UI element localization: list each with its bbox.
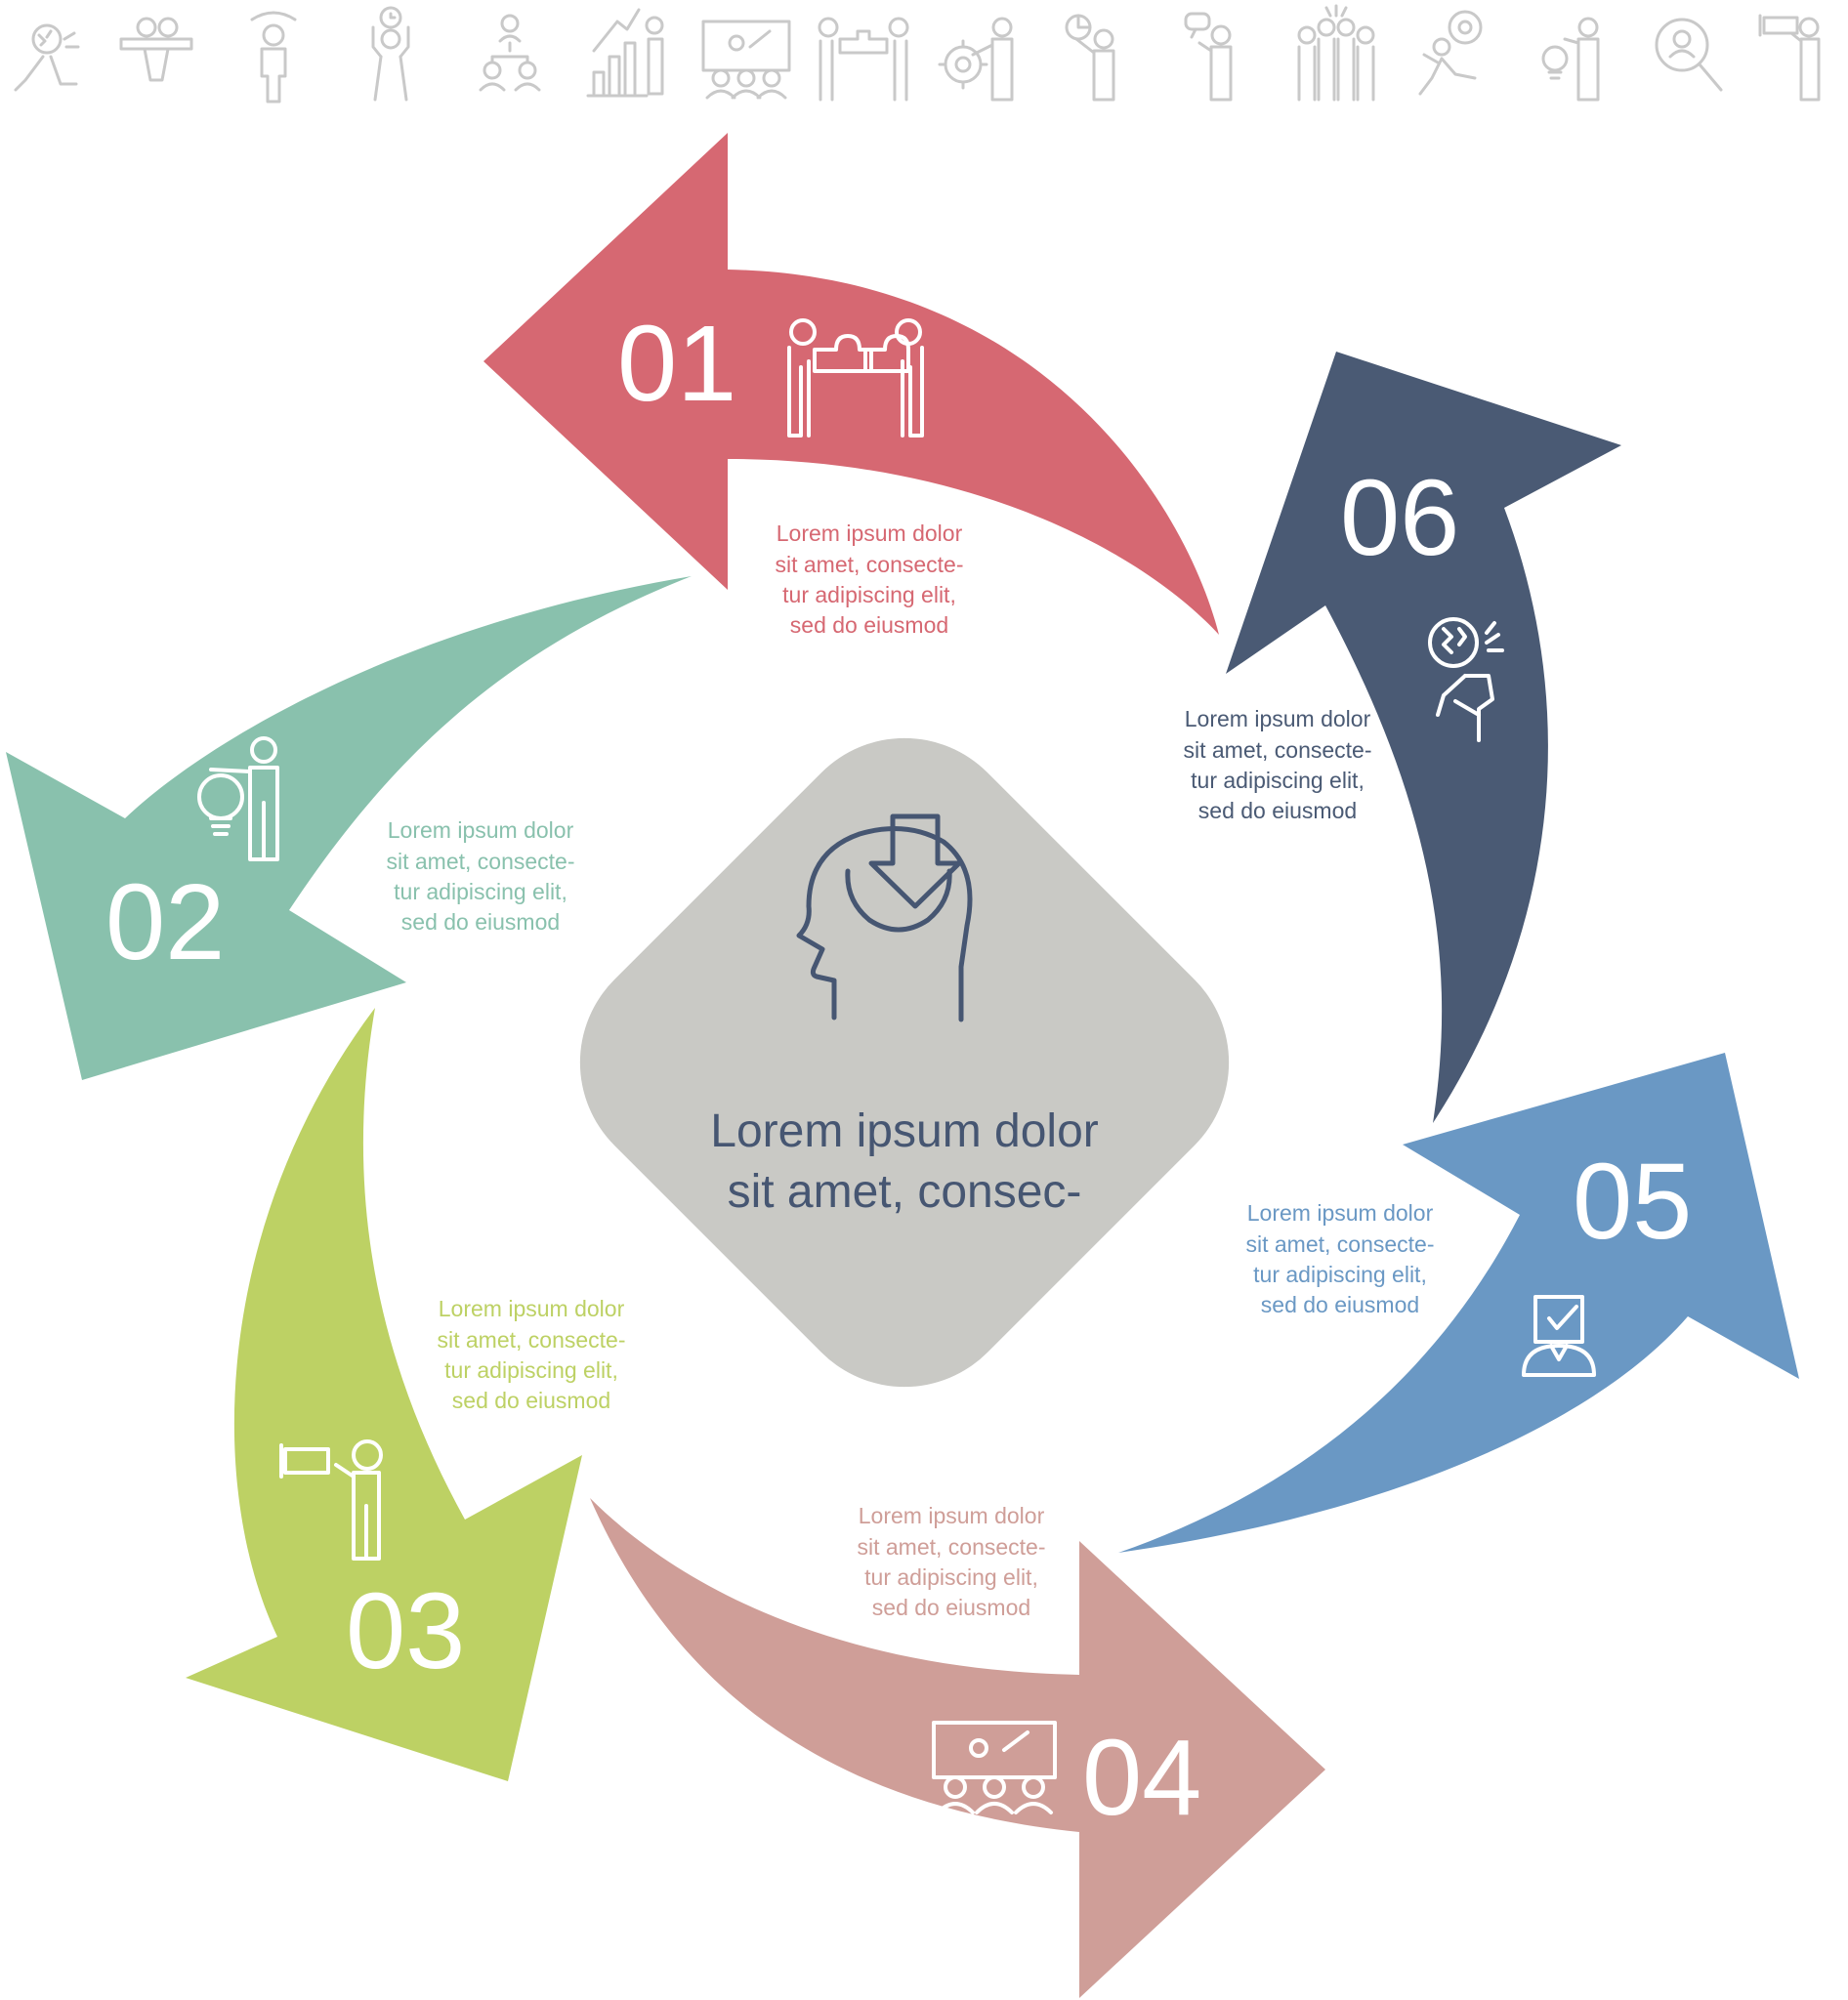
step-02-number: 02 <box>105 862 225 982</box>
business-desk-icon <box>119 17 193 82</box>
step-02: 02 Lorem ipsum dolor sit amet, consecte-… <box>6 576 692 1080</box>
step-03-number: 03 <box>346 1571 465 1691</box>
telescope-icon <box>1758 14 1821 102</box>
step-05-text-line2: sit amet, consecte- <box>1245 1231 1434 1257</box>
checklist-task-icon <box>1522 1295 1596 1377</box>
step-04-text-line3: tur adipiscing elit, <box>864 1564 1038 1590</box>
growth-chart-icon <box>586 8 664 98</box>
team-structure-icon <box>479 14 541 92</box>
arrow-04 <box>590 1498 1325 1998</box>
step-01-text-line4: sed do eiusmod <box>790 612 948 638</box>
step-01-text-line1: Lorem ipsum dolor <box>777 521 963 546</box>
presentation-audience-icon <box>932 1721 1057 1814</box>
step-05-text-line4: sed do eiusmod <box>1261 1292 1419 1317</box>
step-02-text-line4: sed do eiusmod <box>401 909 560 935</box>
pie-chart-icon <box>1065 14 1115 102</box>
top-icon-strip <box>14 4 1821 104</box>
speech-bubble-icon <box>1184 12 1233 102</box>
step-03-text-line4: sed do eiusmod <box>452 1388 610 1413</box>
head-download-icon <box>796 813 973 1022</box>
magnifier-search-icon <box>1655 18 1723 92</box>
step-04-text-line1: Lorem ipsum dolor <box>859 1503 1045 1528</box>
step-06-text-line2: sit amet, consecte- <box>1183 737 1371 763</box>
step-02-text-line3: tur adipiscing elit, <box>394 879 567 904</box>
arrow-02 <box>6 576 692 1080</box>
speaker-icon <box>250 11 297 104</box>
arrow-01 <box>483 133 1219 635</box>
center-hub: Lorem ipsum dolor sit amet, consec- <box>579 737 1230 1388</box>
step-05-number: 05 <box>1573 1142 1692 1262</box>
arrow-03 <box>186 1008 582 1781</box>
step-06-text-line3: tur adipiscing elit, <box>1191 768 1365 793</box>
celebration-team-icon <box>1297 4 1375 102</box>
step-01-number: 01 <box>617 304 736 424</box>
presentation-icon <box>701 20 791 100</box>
step-02-text-line1: Lorem ipsum dolor <box>388 817 574 843</box>
step-04-text-line2: sit amet, consecte- <box>857 1534 1045 1560</box>
puzzle-icon <box>818 17 909 102</box>
step-01: 01 Lorem ipsum dolor sit amet, consecte-… <box>483 133 1219 638</box>
center-title-line1: Lorem ipsum dolor <box>710 1105 1099 1157</box>
step-05: 05 Lorem ipsum dolor sit amet, consecte-… <box>1118 1053 1799 1553</box>
center-diamond <box>579 737 1230 1388</box>
stress-breakthrough-icon <box>1428 617 1504 742</box>
lightbulb-icon <box>1541 17 1600 102</box>
step-01-text-line2: sit amet, consecte- <box>775 552 963 577</box>
arrow-05 <box>1118 1053 1799 1553</box>
step-04-number: 04 <box>1082 1718 1201 1838</box>
stress-icon <box>14 23 80 92</box>
step-05-text-line1: Lorem ipsum dolor <box>1247 1200 1434 1226</box>
step-03-text-line1: Lorem ipsum dolor <box>439 1296 625 1321</box>
step-04: 04 Lorem ipsum dolor sit amet, consecte-… <box>590 1498 1325 1998</box>
gear-settings-icon <box>938 17 1014 102</box>
time-management-icon <box>371 6 410 102</box>
step-01-text-line3: tur adipiscing elit, <box>782 582 956 607</box>
running-gear-icon <box>1418 10 1483 96</box>
center-title-line2: sit amet, consec- <box>728 1166 1082 1218</box>
step-03-text-line3: tur adipiscing elit, <box>444 1357 618 1383</box>
arrow-06 <box>1226 352 1621 1123</box>
step-06: 06 Lorem ipsum dolor sit amet, consecte-… <box>1183 352 1621 1123</box>
step-03-text-line2: sit amet, consecte- <box>437 1327 625 1353</box>
step-06-text-line4: sed do eiusmod <box>1198 798 1357 823</box>
step-06-number: 06 <box>1340 458 1459 578</box>
step-03: 03 Lorem ipsum dolor sit amet, consecte-… <box>186 1008 626 1781</box>
step-05-text-line3: tur adipiscing elit, <box>1253 1262 1427 1287</box>
step-06-text-line1: Lorem ipsum dolor <box>1185 706 1371 731</box>
step-02-text-line2: sit amet, consecte- <box>386 849 574 874</box>
step-04-text-line4: sed do eiusmod <box>872 1595 1030 1620</box>
telescope-vision-icon <box>279 1439 383 1561</box>
lightbulb-idea-icon <box>197 736 279 861</box>
puzzle-collaboration-icon <box>787 318 924 438</box>
